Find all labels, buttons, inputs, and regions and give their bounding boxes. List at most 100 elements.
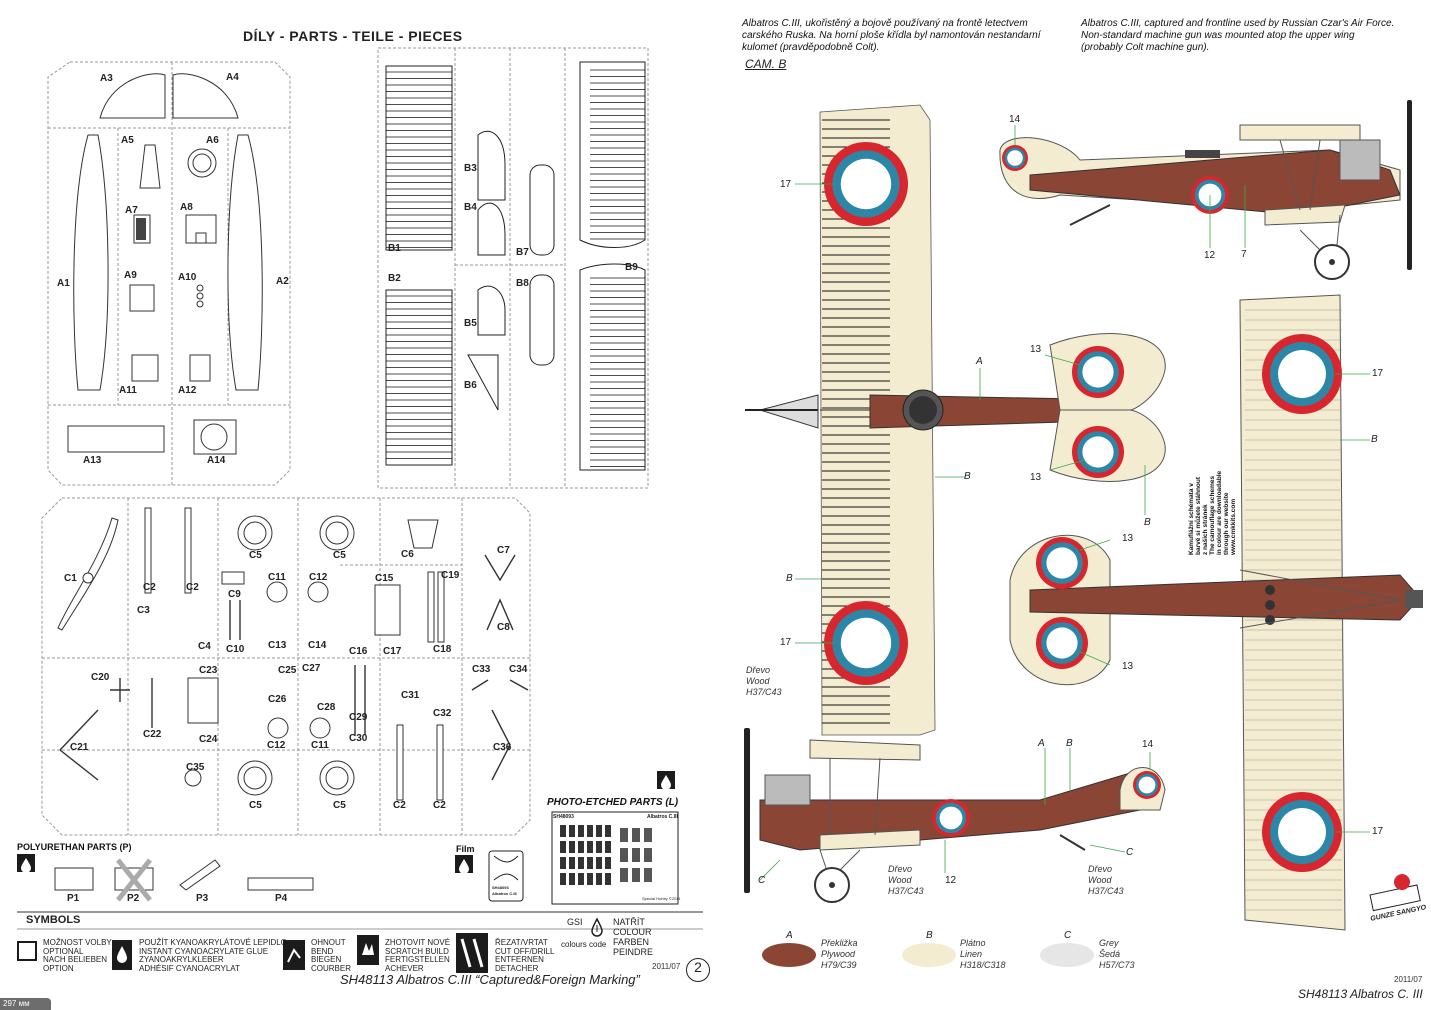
sprue-c-label-c13-14: C13 — [268, 640, 287, 651]
sprue-c-label-c10-11: C10 — [226, 644, 245, 655]
sprue-a-label-a1-0: A1 — [57, 278, 70, 289]
gsi-label: GSI — [567, 917, 583, 927]
sprue-c-label-c36-38: C36 — [493, 742, 512, 753]
callout-12-bottom: 12 — [945, 875, 957, 886]
callout-12-top: 12 — [1204, 250, 1216, 261]
sprue-c-label-c2-42: C2 — [393, 800, 406, 811]
sprue-a-label-a13-12: A13 — [83, 455, 102, 466]
legend-key-b: B — [926, 930, 933, 941]
film-title: Film — [456, 844, 475, 854]
cut-icon — [456, 933, 488, 973]
callout-b-left: B — [786, 573, 793, 584]
callout-c-right: C — [1126, 847, 1134, 858]
sprue-c-label-c2-1: C2 — [143, 582, 156, 593]
part-p4: P4 — [275, 893, 288, 904]
footer-left-product: SH48113 Albatros C.III “Captured&Foreign… — [340, 972, 640, 987]
sprue-a-label-a11-10: A11 — [119, 385, 137, 396]
sprue-c-label-c5-41: C5 — [333, 800, 346, 811]
sprue-a-label-a10-9: A10 — [178, 272, 197, 283]
part-p3: P3 — [196, 893, 209, 904]
sprue-c-label-c28-31: C28 — [317, 702, 336, 713]
callout-17-mid: 17 — [780, 637, 792, 648]
sprue-c-label-c27-30: C27 — [302, 663, 321, 674]
callout-b-right: B — [1371, 434, 1378, 445]
bend-icon — [283, 940, 305, 970]
pe-fret-note: Special Hobby ©2011 — [642, 896, 681, 901]
sprue-a-label-a6-5: A6 — [206, 135, 219, 146]
sprue-c-label-c17-18: C17 — [383, 646, 402, 657]
callout-b-top: B — [964, 471, 971, 482]
sprue-b-label-b8-7: B8 — [516, 278, 529, 289]
sprue-c-label-c22-23: C22 — [143, 729, 162, 740]
sprue-c-label-c19-20: C19 — [441, 570, 460, 581]
sprue-b-label-b1-0: B1 — [388, 243, 401, 254]
caption-english: Albatros C.III, captured and frontline u… — [1081, 18, 1395, 53]
sprue-a-label-a14-13: A14 — [207, 455, 226, 466]
part-p2: P2 — [127, 893, 140, 904]
sprue-c-label-c7-8: C7 — [497, 545, 510, 556]
sprue-c-label-c33-36: C33 — [472, 664, 491, 675]
callout-17-right-bottom: 17 — [1372, 826, 1384, 837]
sprue-b-label-b4-3: B4 — [464, 202, 477, 213]
polyurethane-title: POLYURETHAN PARTS (P) — [17, 842, 132, 852]
sprue-b-label-b7-6: B7 — [516, 247, 529, 258]
sprue-c-label-c2-2: C2 — [186, 582, 199, 593]
callout-a-top: A — [976, 356, 983, 367]
sprue-drawings — [17, 47, 703, 930]
corner-tag: 297 мм — [0, 998, 51, 1010]
sprue-a-label-a7-6: A7 — [125, 205, 138, 216]
sprue-a-label-a2-1: A2 — [276, 276, 289, 287]
legend-key-c: C — [1064, 930, 1072, 941]
sprue-c-label-c8-9: C8 — [497, 622, 510, 633]
sprue-c-label-c35-39: C35 — [186, 762, 205, 773]
callout-b-tail: B — [1144, 517, 1151, 528]
sprue-c-label-c15-16: C15 — [375, 573, 394, 584]
drop-icon — [112, 940, 132, 970]
sprue-c-label-c5-6: C5 — [333, 550, 346, 561]
sprue-c-label-c23-24: C23 — [199, 665, 218, 676]
callout-c-left: C — [758, 875, 766, 886]
part-p1: P1 — [67, 893, 80, 904]
film-fret-name: Albatros C.III — [492, 891, 517, 896]
sprue-c-label-c2-43: C2 — [433, 800, 446, 811]
page-title: DÍLY - PARTS - TEILE - PIECES — [243, 28, 463, 44]
callout-7: 7 — [1241, 249, 1247, 260]
sprue-a-label-a12-11: A12 — [178, 385, 197, 396]
callout-17-top: 17 — [780, 179, 792, 190]
callout-b-bottom: B — [1066, 738, 1073, 749]
sprue-c-label-c31-34: C31 — [401, 690, 420, 701]
pe-fret-code: SH48093 — [553, 814, 574, 820]
gsi-sub: colours code — [561, 940, 607, 949]
callout-13-d: 13 — [1122, 661, 1134, 672]
film-fret-code: SH48093 — [492, 885, 509, 890]
sprue-c-label-c12-28: C12 — [267, 740, 286, 751]
sprue-c-label-c5-5: C5 — [249, 550, 262, 561]
sprue-b-label-b9-8: B9 — [625, 262, 638, 273]
website-note: Kamuflážní schémata v barvě si můžete st… — [1188, 470, 1237, 555]
sprue-c-label-c6-7: C6 — [401, 549, 414, 560]
footer-right-product: SH48113 Albatros C. III — [1298, 987, 1423, 1001]
sprue-a-label-a8-7: A8 — [180, 202, 193, 213]
sprue-a-label-a9-8: A9 — [124, 270, 137, 281]
scheme-label: CAM. B — [745, 57, 787, 71]
symbols-title: SYMBOLS — [26, 914, 81, 926]
callout-13-a: 13 — [1030, 344, 1042, 355]
callout-17-right-top: 17 — [1372, 368, 1384, 379]
aircraft-drawings — [744, 100, 1423, 967]
sprue-c-label-c30-33: C30 — [349, 733, 368, 744]
sprue-c-label-c11-12: C11 — [268, 572, 286, 583]
callout-a-bottom: A — [1038, 738, 1045, 749]
sprue-c-label-c20-21: C20 — [91, 672, 110, 683]
sprue-c-label-c34-37: C34 — [509, 664, 528, 675]
